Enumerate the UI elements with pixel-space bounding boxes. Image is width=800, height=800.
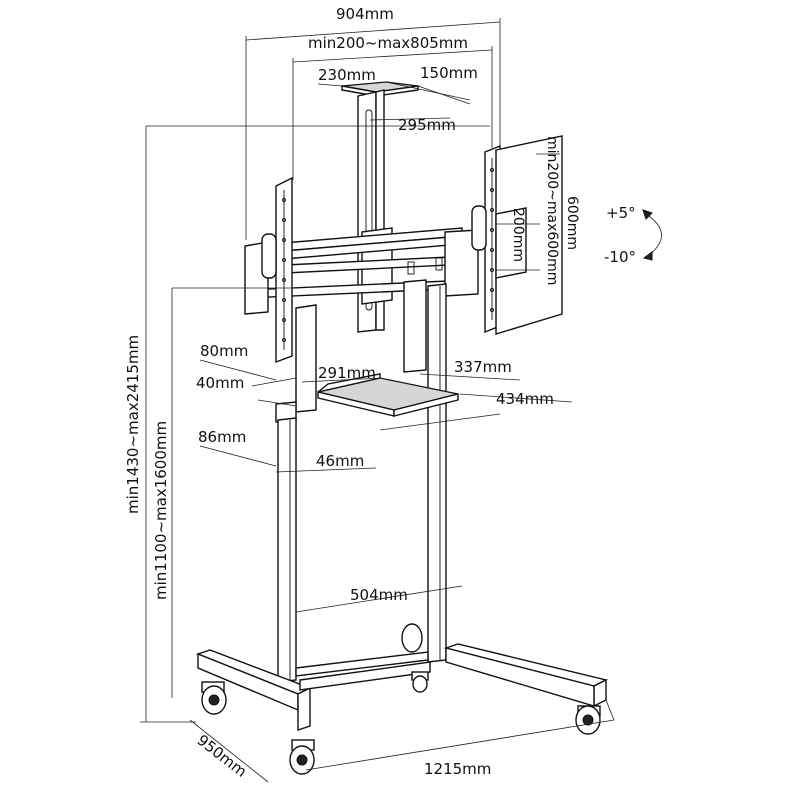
- label-panel-600: 600mm: [564, 196, 580, 250]
- base-frame: [195, 623, 609, 731]
- label-total-height-range: min1430~max2415mm: [124, 335, 142, 514]
- label-column-80: 80mm: [200, 342, 248, 360]
- castor-back-center: [411, 671, 429, 693]
- dimension-lines: [140, 18, 615, 783]
- label-panel-200: 200mm: [510, 208, 526, 262]
- label-tilt-down: -10°: [604, 248, 636, 266]
- dimension-labels: 904mm min200~max805mm 230mm 150mm 295mm …: [124, 5, 636, 781]
- right-column: [403, 257, 447, 663]
- label-vesa-width-range: min200~max805mm: [308, 34, 468, 52]
- label-overall-width: 904mm: [336, 5, 394, 23]
- label-column-40: 40mm: [196, 374, 244, 392]
- label-base-950: 950mm: [194, 731, 251, 781]
- label-column-46: 46mm: [316, 452, 364, 470]
- left-column: [275, 304, 317, 683]
- av-shelf: [317, 373, 459, 417]
- label-vesa-height-range: min200~max600mm: [544, 136, 560, 285]
- mounting-rails: [244, 227, 479, 315]
- label-shelf-291: 291mm: [318, 364, 376, 382]
- castor-front-left: [201, 681, 227, 715]
- lower-crossbar: [295, 651, 429, 677]
- label-column-86: 86mm: [198, 428, 246, 446]
- label-shelf-337: 337mm: [454, 358, 512, 376]
- side-profile-panel: [495, 135, 563, 335]
- label-base-1215: 1215mm: [424, 760, 491, 778]
- castor-back-right: [575, 705, 601, 735]
- label-shelf-150: 150mm: [420, 64, 478, 82]
- label-shelf-434: 434mm: [496, 390, 554, 408]
- label-shelf-230: 230mm: [318, 66, 376, 84]
- label-base-504: 504mm: [350, 586, 408, 604]
- castor-front-center: [289, 739, 315, 775]
- label-tilt-up: +5°: [606, 204, 636, 222]
- label-column-height-range: min1100~max1600mm: [152, 421, 170, 600]
- label-shelf-295: 295mm: [398, 116, 456, 134]
- left-vesa-arm: [261, 176, 293, 364]
- tilt-indicator: [642, 209, 662, 261]
